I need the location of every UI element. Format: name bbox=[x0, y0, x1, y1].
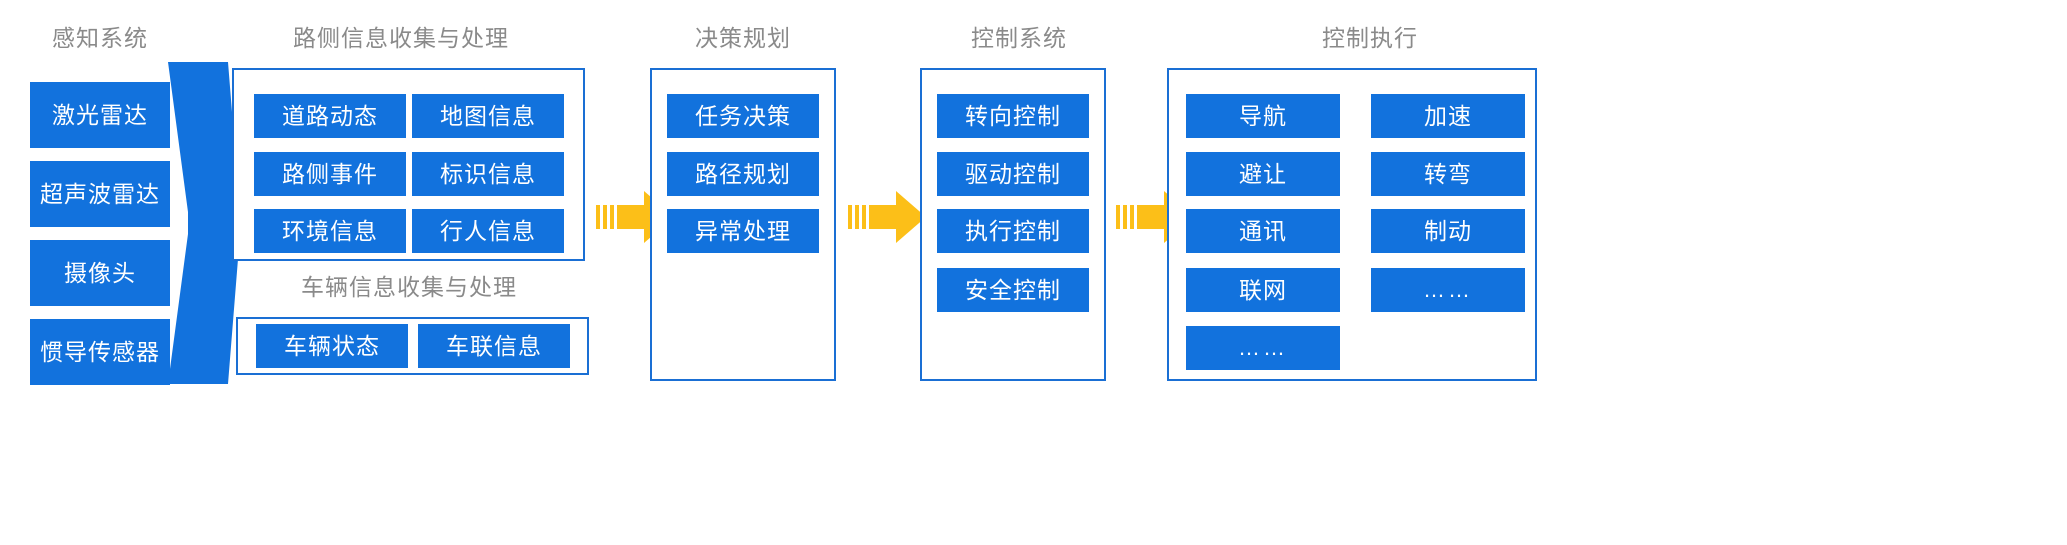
chip-perception-2[interactable]: 摄像头 bbox=[30, 240, 170, 306]
column-title-perception: 感知系统 bbox=[52, 25, 148, 51]
chip-control-execution-left-3[interactable]: 联网 bbox=[1186, 268, 1340, 312]
chip-control-execution-right-1[interactable]: 转弯 bbox=[1371, 152, 1525, 196]
chip-roadside-left-0[interactable]: 道路动态 bbox=[254, 94, 406, 138]
flow-arrow-icon-3 bbox=[1116, 191, 1194, 243]
chip-control-system-3[interactable]: 安全控制 bbox=[937, 268, 1089, 312]
column-title-control-system: 控制系统 bbox=[971, 25, 1067, 51]
chip-decision-1[interactable]: 路径规划 bbox=[667, 152, 819, 196]
flow-arrow-icon-1 bbox=[596, 191, 674, 243]
chip-vehicle-left-0[interactable]: 车辆状态 bbox=[256, 324, 408, 368]
flow-arrow-icon-2 bbox=[848, 191, 926, 243]
chip-control-execution-left-2[interactable]: 通讯 bbox=[1186, 209, 1340, 253]
chip-perception-0[interactable]: 激光雷达 bbox=[30, 82, 170, 148]
chip-control-execution-right-0[interactable]: 加速 bbox=[1371, 94, 1525, 138]
funnel-arrow-icon bbox=[168, 62, 240, 384]
column-title-vehicle: 车辆信息收集与处理 bbox=[301, 274, 517, 300]
chip-control-execution-right-3[interactable]: …… bbox=[1371, 268, 1525, 312]
chip-decision-0[interactable]: 任务决策 bbox=[667, 94, 819, 138]
column-title-roadside: 路侧信息收集与处理 bbox=[293, 25, 509, 51]
chip-decision-2[interactable]: 异常处理 bbox=[667, 209, 819, 253]
chip-control-system-1[interactable]: 驱动控制 bbox=[937, 152, 1089, 196]
column-title-decision: 决策规划 bbox=[695, 25, 791, 51]
chip-vehicle-right-0[interactable]: 车联信息 bbox=[418, 324, 570, 368]
chip-control-execution-left-4[interactable]: …… bbox=[1186, 326, 1340, 370]
chip-perception-1[interactable]: 超声波雷达 bbox=[30, 161, 170, 227]
chip-control-execution-left-0[interactable]: 导航 bbox=[1186, 94, 1340, 138]
chip-roadside-right-1[interactable]: 标识信息 bbox=[412, 152, 564, 196]
chip-roadside-left-2[interactable]: 环境信息 bbox=[254, 209, 406, 253]
chip-roadside-left-1[interactable]: 路侧事件 bbox=[254, 152, 406, 196]
chip-control-execution-left-1[interactable]: 避让 bbox=[1186, 152, 1340, 196]
chip-control-execution-right-2[interactable]: 制动 bbox=[1371, 209, 1525, 253]
chip-control-system-2[interactable]: 执行控制 bbox=[937, 209, 1089, 253]
chip-perception-3[interactable]: 惯导传感器 bbox=[30, 319, 170, 385]
chip-control-system-0[interactable]: 转向控制 bbox=[937, 94, 1089, 138]
column-title-control-execution: 控制执行 bbox=[1322, 25, 1418, 51]
chip-roadside-right-0[interactable]: 地图信息 bbox=[412, 94, 564, 138]
chip-roadside-right-2[interactable]: 行人信息 bbox=[412, 209, 564, 253]
